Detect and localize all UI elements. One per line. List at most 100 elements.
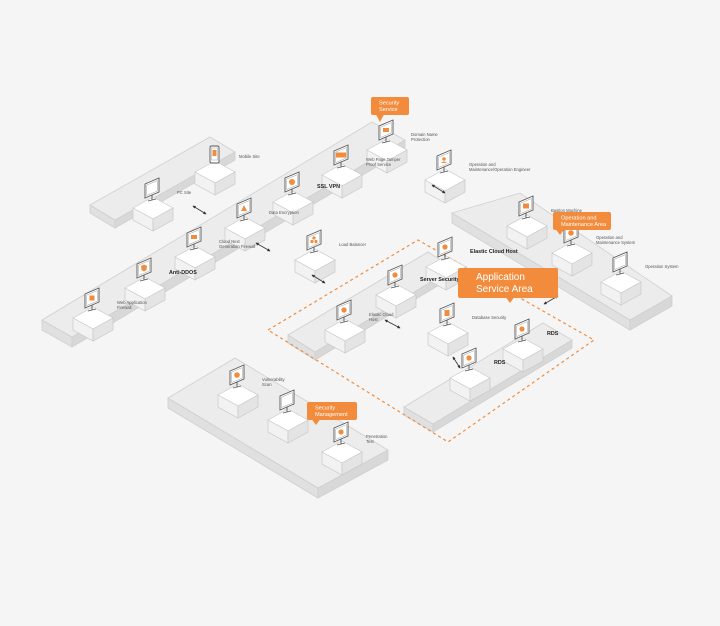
server-cube — [72, 306, 114, 342]
application-service-area-boundary — [266, 239, 596, 443]
cloud-host-icon — [336, 299, 352, 324]
node-mobile-site[interactable]: Mobile Site — [194, 145, 260, 196]
scan-icon — [229, 364, 245, 389]
encryption-icon — [236, 197, 252, 222]
arrow-engineer-to-bastion — [431, 184, 446, 194]
server-cube — [321, 440, 363, 476]
server-cube — [272, 190, 314, 226]
server-cube — [427, 321, 469, 357]
server-cube — [224, 216, 266, 252]
load-balancer-icon — [306, 229, 322, 254]
node-data-encryption[interactable]: Data Encryption — [224, 197, 299, 252]
rds-icon — [461, 347, 477, 372]
os-icon — [612, 251, 628, 276]
server-cube — [217, 383, 259, 419]
engineer-icon — [436, 149, 452, 174]
arrow-host-to-database — [384, 319, 401, 329]
node-label: RDS — [547, 331, 559, 337]
vpn-icon — [284, 171, 300, 196]
node-ssl-vpn[interactable]: SSL VPN — [272, 171, 340, 226]
mobile-icon — [209, 145, 220, 164]
guard-icon — [387, 264, 403, 289]
node-elastic-cloud-host-top[interactable]: Elastic Cloud Host — [425, 236, 518, 291]
node-rds-upper[interactable]: RDS — [502, 318, 559, 373]
shield-icon — [136, 257, 152, 282]
node-rds-lower[interactable]: RDS — [449, 347, 506, 402]
server-cube — [174, 245, 216, 281]
node-operation-system[interactable]: Operation System — [600, 251, 679, 306]
node-label: Bastion Machine — [551, 208, 583, 213]
node-label: SSL VPN — [317, 184, 340, 190]
cloud-host-icon — [437, 236, 453, 261]
domain-icon — [378, 119, 394, 144]
server-cube — [132, 196, 174, 232]
arrow-encryption-to-loadbalancer — [255, 242, 271, 252]
server-cube — [366, 138, 408, 174]
node-server-security-guard[interactable]: Server Security Guard — [375, 264, 477, 319]
server-cube — [294, 248, 336, 284]
server-cube — [449, 366, 491, 402]
node-pc-site[interactable]: PC Site — [132, 177, 192, 232]
monitor-icon — [144, 177, 160, 202]
node-label: Data Encryption — [269, 210, 299, 215]
waf-icon — [84, 287, 100, 312]
node-label: Database Security — [472, 315, 507, 320]
server-cube — [600, 270, 642, 306]
server-cube — [425, 255, 467, 291]
database-icon — [439, 302, 455, 327]
node-load-balancer[interactable]: Load Balancer — [294, 229, 367, 284]
server-cube — [506, 214, 548, 250]
pentest-icon — [333, 421, 349, 446]
firewall-icon — [186, 226, 202, 251]
node-label: RDS — [494, 360, 506, 366]
server-cube — [424, 168, 466, 204]
connection-arrows — [192, 184, 559, 369]
node-database-security[interactable]: Database Security — [427, 302, 507, 357]
node-label: Anti-DDOS — [169, 270, 197, 276]
node-label: Elastic Cloud Host — [470, 249, 518, 255]
rds-icon — [514, 318, 530, 343]
node-label: Operation System — [645, 264, 679, 269]
node-anti-ddos[interactable]: Anti-DDOS — [124, 257, 197, 312]
bastion-icon — [518, 195, 534, 220]
node-label: Mobile Site — [239, 154, 260, 159]
server-cube — [502, 337, 544, 373]
server-cube — [324, 318, 366, 354]
arrow-pc-to-encryption — [192, 205, 207, 215]
node-label: PC Site — [177, 190, 192, 195]
server-cube — [124, 276, 166, 312]
server-cube — [267, 408, 309, 444]
arrow-loadbalancer-to-app — [311, 274, 326, 284]
server-cube — [551, 241, 593, 277]
node-label: Load Balancer — [339, 242, 367, 247]
node-bastion-machine[interactable]: Bastion Machine — [506, 195, 583, 250]
web-icon — [333, 144, 349, 169]
